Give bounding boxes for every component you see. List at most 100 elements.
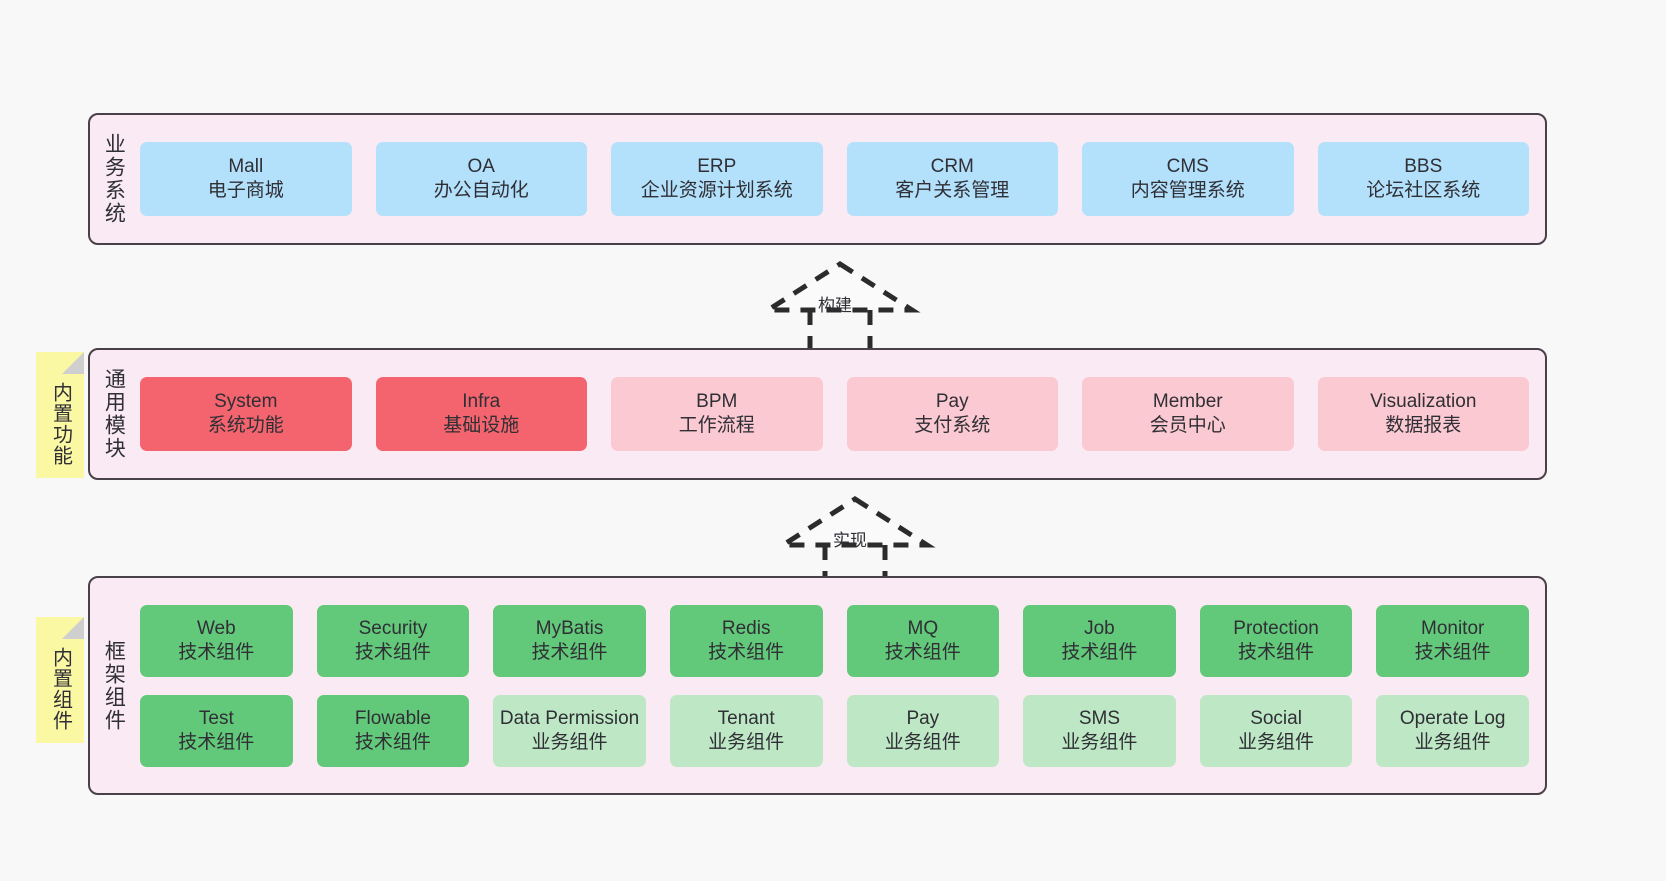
node-protection[interactable]: Protection 技术组件 [1199, 604, 1353, 677]
node-mybatis[interactable]: MyBatis 技术组件 [493, 604, 646, 677]
node-subtitle: 技术组件 [354, 731, 431, 753]
layer-business-system: 业务系统 Mall 电子商城 OA 办公自动化 ERP 企业资源计划系统 CRM… [88, 113, 1547, 245]
node-redis[interactable]: Redis 技术组件 [669, 604, 823, 677]
node-member[interactable]: Member 会员中心 [1082, 377, 1294, 451]
node-subtitle: 技术组件 [1414, 641, 1491, 663]
node-title: MQ [907, 617, 939, 639]
node-subtitle: 技术组件 [1061, 641, 1138, 663]
node-subtitle: 基础设施 [443, 415, 520, 436]
node-subtitle: 企业资源计划系统 [640, 180, 793, 201]
node-test[interactable]: Test 技术组件 [140, 694, 293, 767]
node-pay-common[interactable]: Pay 支付系统 [846, 377, 1058, 451]
node-title: Flowable [354, 707, 431, 729]
node-cms[interactable]: CMS 内容管理系统 [1082, 142, 1294, 216]
node-bpm[interactable]: BPM 工作流程 [611, 377, 823, 451]
uml-generalization-arrow-realize: 实现 [774, 493, 936, 593]
node-subtitle: 工作流程 [678, 415, 755, 436]
node-infra[interactable]: Infra 基础设施 [375, 377, 587, 451]
node-title: CMS [1166, 156, 1209, 178]
node-mq[interactable]: MQ 技术组件 [846, 604, 1000, 677]
node-subtitle: 技术组件 [884, 641, 961, 663]
node-row: Test 技术组件 Flowable 技术组件 Data Permission … [140, 694, 1529, 767]
node-subtitle: 电子商城 [207, 180, 284, 201]
node-subtitle: 技术组件 [354, 641, 431, 663]
node-subtitle: 数据报表 [1385, 415, 1462, 436]
node-operate-log[interactable]: Operate Log 业务组件 [1376, 694, 1529, 767]
node-title: System [214, 391, 278, 413]
node-title: Infra [462, 391, 501, 413]
sticky-note-builtin-component: 内置组件 [36, 617, 84, 743]
node-subtitle: 支付系统 [914, 415, 991, 436]
node-title: Visualization [1370, 391, 1477, 413]
node-title: Test [198, 707, 234, 729]
node-crm[interactable]: CRM 客户关系管理 [846, 142, 1058, 216]
node-subtitle: 业务组件 [531, 731, 608, 753]
node-sms[interactable]: SMS 业务组件 [1023, 694, 1176, 767]
node-subtitle: 业务组件 [1061, 731, 1138, 753]
node-subtitle: 业务组件 [1238, 731, 1315, 753]
node-web[interactable]: Web 技术组件 [140, 604, 293, 677]
layer-body-business-system: Mall 电子商城 OA 办公自动化 ERP 企业资源计划系统 CRM 客户关系… [136, 115, 1545, 243]
node-subtitle: 技术组件 [708, 641, 785, 663]
node-visualization[interactable]: Visualization 数据报表 [1317, 377, 1529, 451]
node-title: Operate Log [1399, 707, 1506, 729]
node-subtitle: 技术组件 [1238, 641, 1315, 663]
node-title: Social [1250, 707, 1302, 729]
node-job[interactable]: Job 技术组件 [1023, 604, 1176, 677]
layer-framework-component: 框架组件 Web 技术组件 Security 技术组件 MyBatis 技术组件… [88, 576, 1547, 795]
node-subtitle: 会员中心 [1149, 415, 1226, 436]
node-monitor[interactable]: Monitor 技术组件 [1376, 604, 1529, 677]
node-title: BPM [696, 391, 738, 413]
node-title: Protection [1233, 617, 1319, 639]
node-title: CRM [930, 156, 974, 178]
node-subtitle: 技术组件 [178, 641, 255, 663]
node-subtitle: 业务组件 [1414, 731, 1491, 753]
node-subtitle: 业务组件 [884, 731, 961, 753]
layer-common-module: 通用模块 System 系统功能 Infra 基础设施 BPM 工作流程 Pay… [88, 348, 1547, 480]
node-subtitle: 技术组件 [178, 731, 255, 753]
node-title: Pay [935, 391, 969, 413]
node-subtitle: 技术组件 [531, 641, 608, 663]
node-title: Security [358, 617, 428, 639]
node-tenant[interactable]: Tenant 业务组件 [669, 694, 823, 767]
node-system[interactable]: System 系统功能 [140, 377, 352, 451]
node-title: Tenant [717, 707, 775, 729]
node-security[interactable]: Security 技术组件 [316, 604, 470, 677]
node-subtitle: 客户关系管理 [895, 180, 1010, 201]
node-title: Pay [906, 707, 940, 729]
node-row: System 系统功能 Infra 基础设施 BPM 工作流程 Pay 支付系统… [140, 377, 1529, 451]
node-oa[interactable]: OA 办公自动化 [375, 142, 587, 216]
node-title: Web [196, 617, 236, 639]
node-title: Redis [721, 617, 771, 639]
layer-body-common-module: System 系统功能 Infra 基础设施 BPM 工作流程 Pay 支付系统… [136, 350, 1545, 478]
node-title: Member [1152, 391, 1223, 413]
layer-title-business-system: 业务系统 [102, 133, 126, 225]
node-pay-component[interactable]: Pay 业务组件 [846, 694, 1000, 767]
arrow-label-build: 构建 [818, 296, 852, 315]
node-subtitle: 论坛社区系统 [1366, 180, 1481, 201]
node-row: Web 技术组件 Security 技术组件 MyBatis 技术组件 Redi… [140, 604, 1529, 677]
node-mall[interactable]: Mall 电子商城 [140, 142, 352, 216]
node-subtitle: 系统功能 [207, 415, 284, 436]
layer-title-framework-component: 框架组件 [102, 639, 126, 732]
node-title: SMS [1078, 707, 1121, 729]
node-subtitle: 内容管理系统 [1130, 180, 1245, 201]
node-subtitle: 业务组件 [708, 731, 785, 753]
node-title: ERP [697, 156, 737, 178]
node-subtitle: 办公自动化 [433, 180, 529, 201]
node-title: Data Permission [499, 707, 640, 729]
node-title: OA [467, 156, 495, 178]
layer-title-common-module: 通用模块 [102, 368, 126, 460]
node-bbs[interactable]: BBS 论坛社区系统 [1317, 142, 1529, 216]
node-row: Mall 电子商城 OA 办公自动化 ERP 企业资源计划系统 CRM 客户关系… [140, 142, 1529, 216]
node-social[interactable]: Social 业务组件 [1199, 694, 1353, 767]
node-title: Job [1084, 617, 1115, 639]
node-title: BBS [1404, 156, 1443, 178]
node-data-permission[interactable]: Data Permission 业务组件 [493, 694, 646, 767]
node-flowable[interactable]: Flowable 技术组件 [316, 694, 470, 767]
layer-body-framework-component: Web 技术组件 Security 技术组件 MyBatis 技术组件 Redi… [136, 578, 1545, 793]
node-title: Monitor [1421, 617, 1485, 639]
sticky-note-builtin-feature: 内置功能 [36, 352, 84, 478]
node-erp[interactable]: ERP 企业资源计划系统 [611, 142, 823, 216]
